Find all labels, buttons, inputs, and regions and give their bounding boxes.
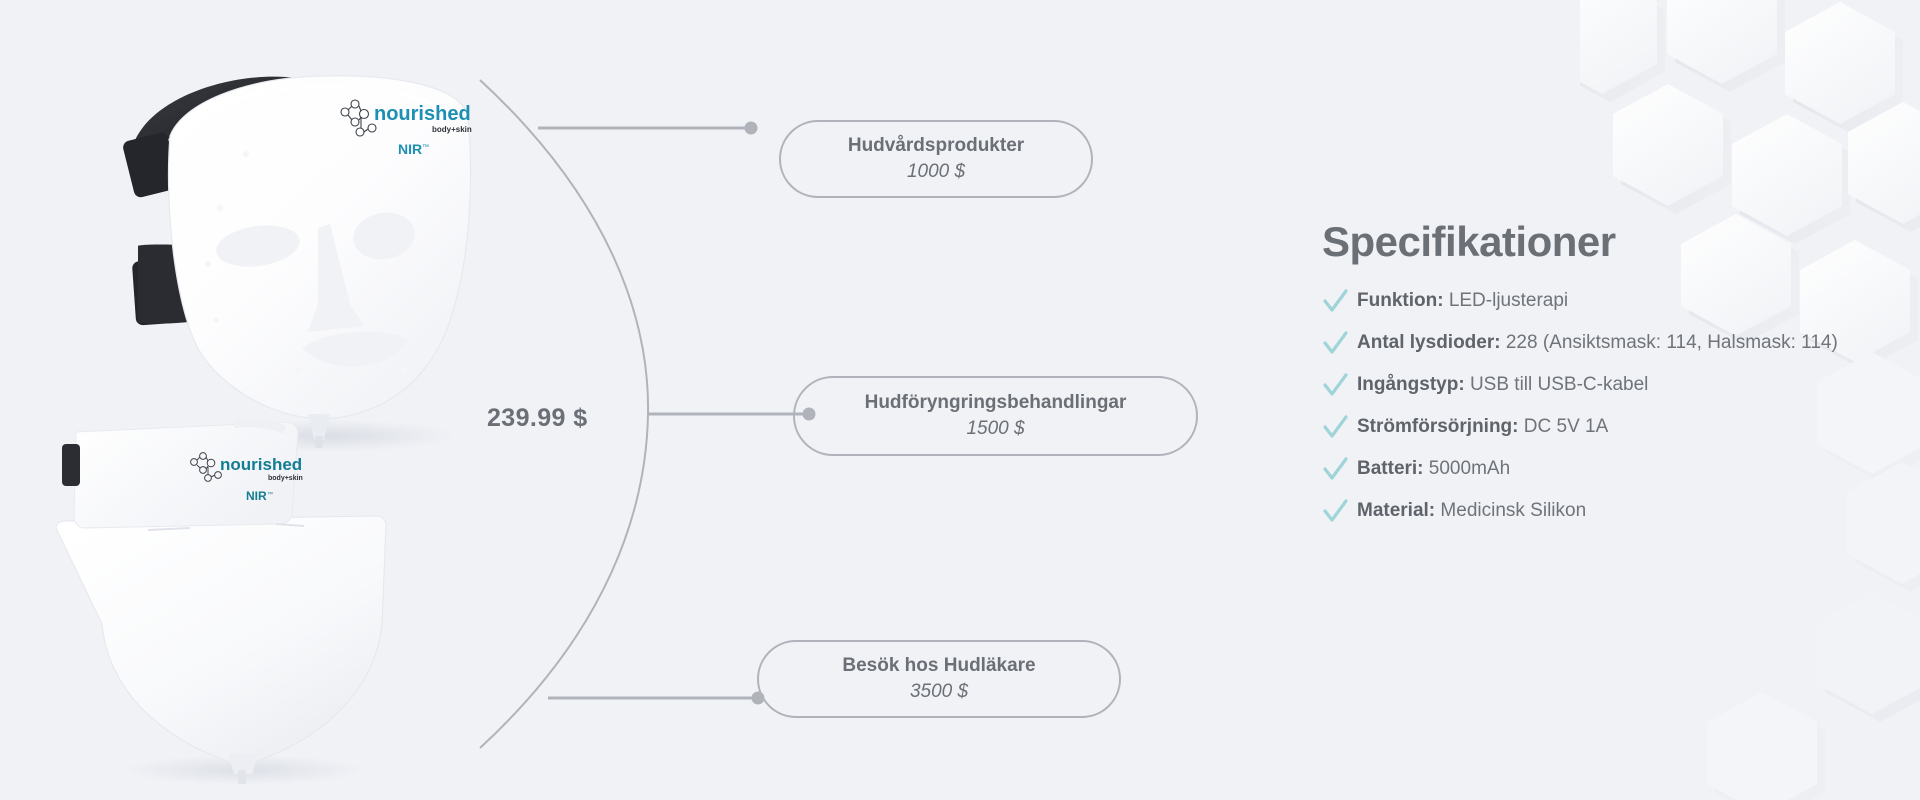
- spec-item-label: Material:: [1357, 500, 1436, 521]
- check-icon: [1323, 415, 1348, 438]
- led-neck-mask-photo: nourished body+skin NIR ™: [55, 419, 387, 785]
- svg-text:nourished: nourished: [374, 103, 471, 125]
- neck-collar: [73, 421, 299, 529]
- spec-item-text: Strömförsörjning: DC 5V 1A: [1357, 414, 1608, 441]
- comparison-pill-price: 1500 $: [966, 418, 1025, 439]
- spec-item-text: Material: Medicinsk Silikon: [1357, 498, 1586, 525]
- connector-dot-1: [744, 121, 758, 135]
- spec-item-label: Batteri:: [1357, 458, 1424, 479]
- svg-text:™: ™: [267, 491, 273, 498]
- comparison-pill-label: Hudvårdsprodukter: [847, 135, 1025, 157]
- neck-shield-body: [55, 515, 387, 767]
- spec-item-label: Ingångstyp:: [1357, 374, 1465, 395]
- svg-text:NIR: NIR: [246, 489, 267, 503]
- spec-item-label: Antal lysdioder:: [1357, 332, 1501, 353]
- spec-item-label: Funktion:: [1357, 290, 1444, 311]
- spec-item-material: Material: Medicinsk Silikon: [1322, 498, 1842, 525]
- spec-item-text: Funktion: LED-ljusterapi: [1357, 288, 1568, 315]
- main-price-label: 239.99 $: [487, 404, 588, 432]
- spec-item-text: Ingångstyp: USB till USB-C-kabel: [1357, 372, 1648, 399]
- led-face-mask-photo: nourished body+skin NIR ™: [123, 75, 472, 452]
- comparison-pill-label: Hudföryngringsbehandlingar: [864, 392, 1127, 414]
- brand-logo-face-mask: nourished body+skin NIR ™: [340, 99, 472, 157]
- spec-item-value: USB till USB-C-kabel: [1469, 374, 1649, 395]
- spec-item-value: 228 (Ansiktsmask: 114, Halsmask: 114): [1505, 332, 1838, 353]
- nose-cutout: [308, 224, 364, 332]
- svg-text:nourished: nourished: [220, 455, 302, 474]
- svg-text:NIR: NIR: [398, 141, 422, 157]
- spec-item-funktion: Funktion: LED-ljusterapi: [1322, 288, 1842, 315]
- svg-text:body+skin: body+skin: [432, 125, 472, 134]
- eye-hole-left: [216, 225, 300, 267]
- spec-item-value: Medicinsk Silikon: [1440, 500, 1587, 521]
- spec-item-text: Antal lysdioder: 228 (Ansiktsmask: 114, …: [1357, 330, 1838, 357]
- check-icon: [1323, 331, 1348, 354]
- svg-text:body+skin: body+skin: [268, 475, 303, 482]
- neck-strap-tab: [62, 444, 80, 486]
- comparison-pill-label: Besök hos Hudläkare: [842, 655, 1036, 677]
- spec-item-ingangstyp: Ingångstyp: USB till USB-C-kabel: [1322, 372, 1842, 399]
- spec-item-stromforsorjning: Strömförsörjning: DC 5V 1A: [1322, 414, 1842, 441]
- spec-item-value: DC 5V 1A: [1523, 416, 1609, 437]
- check-icon: [1323, 457, 1348, 480]
- specifications-title: Specifikationer: [1322, 218, 1616, 265]
- comparison-pill-dermatologist-visit[interactable]: Besök hos Hudläkare 3500 $: [757, 640, 1121, 718]
- comparison-pill-price: 3500 $: [909, 681, 969, 702]
- spec-item-batteri: Batteri: 5000mAh: [1322, 456, 1842, 483]
- spec-item-text: Batteri: 5000mAh: [1357, 456, 1510, 483]
- spec-item-antal-lysdioder: Antal lysdioder: 228 (Ansiktsmask: 114, …: [1322, 330, 1842, 357]
- check-icon: [1323, 289, 1348, 312]
- specifications-panel: Specifikationer Funktion: LED-ljusterapi…: [1322, 218, 1842, 540]
- mouth-hole: [302, 331, 410, 367]
- brand-logo-neck-mask: nourished body+skin NIR ™: [190, 452, 303, 503]
- comparison-pill-skincare-products[interactable]: Hudvårdsprodukter 1000 $: [779, 120, 1093, 198]
- comparison-pill-rejuvenation-treatments[interactable]: Hudföryngringsbehandlingar 1500 $: [793, 376, 1198, 456]
- check-icon: [1323, 499, 1348, 522]
- svg-text:™: ™: [422, 144, 429, 151]
- check-icon: [1323, 373, 1348, 396]
- spec-item-value: 5000mAh: [1428, 458, 1511, 479]
- spec-item-label: Strömförsörjning:: [1357, 416, 1519, 437]
- comparison-pill-price: 1000 $: [906, 161, 966, 182]
- spec-item-value: LED-ljusterapi: [1448, 290, 1569, 311]
- eye-hole-right: [353, 212, 415, 260]
